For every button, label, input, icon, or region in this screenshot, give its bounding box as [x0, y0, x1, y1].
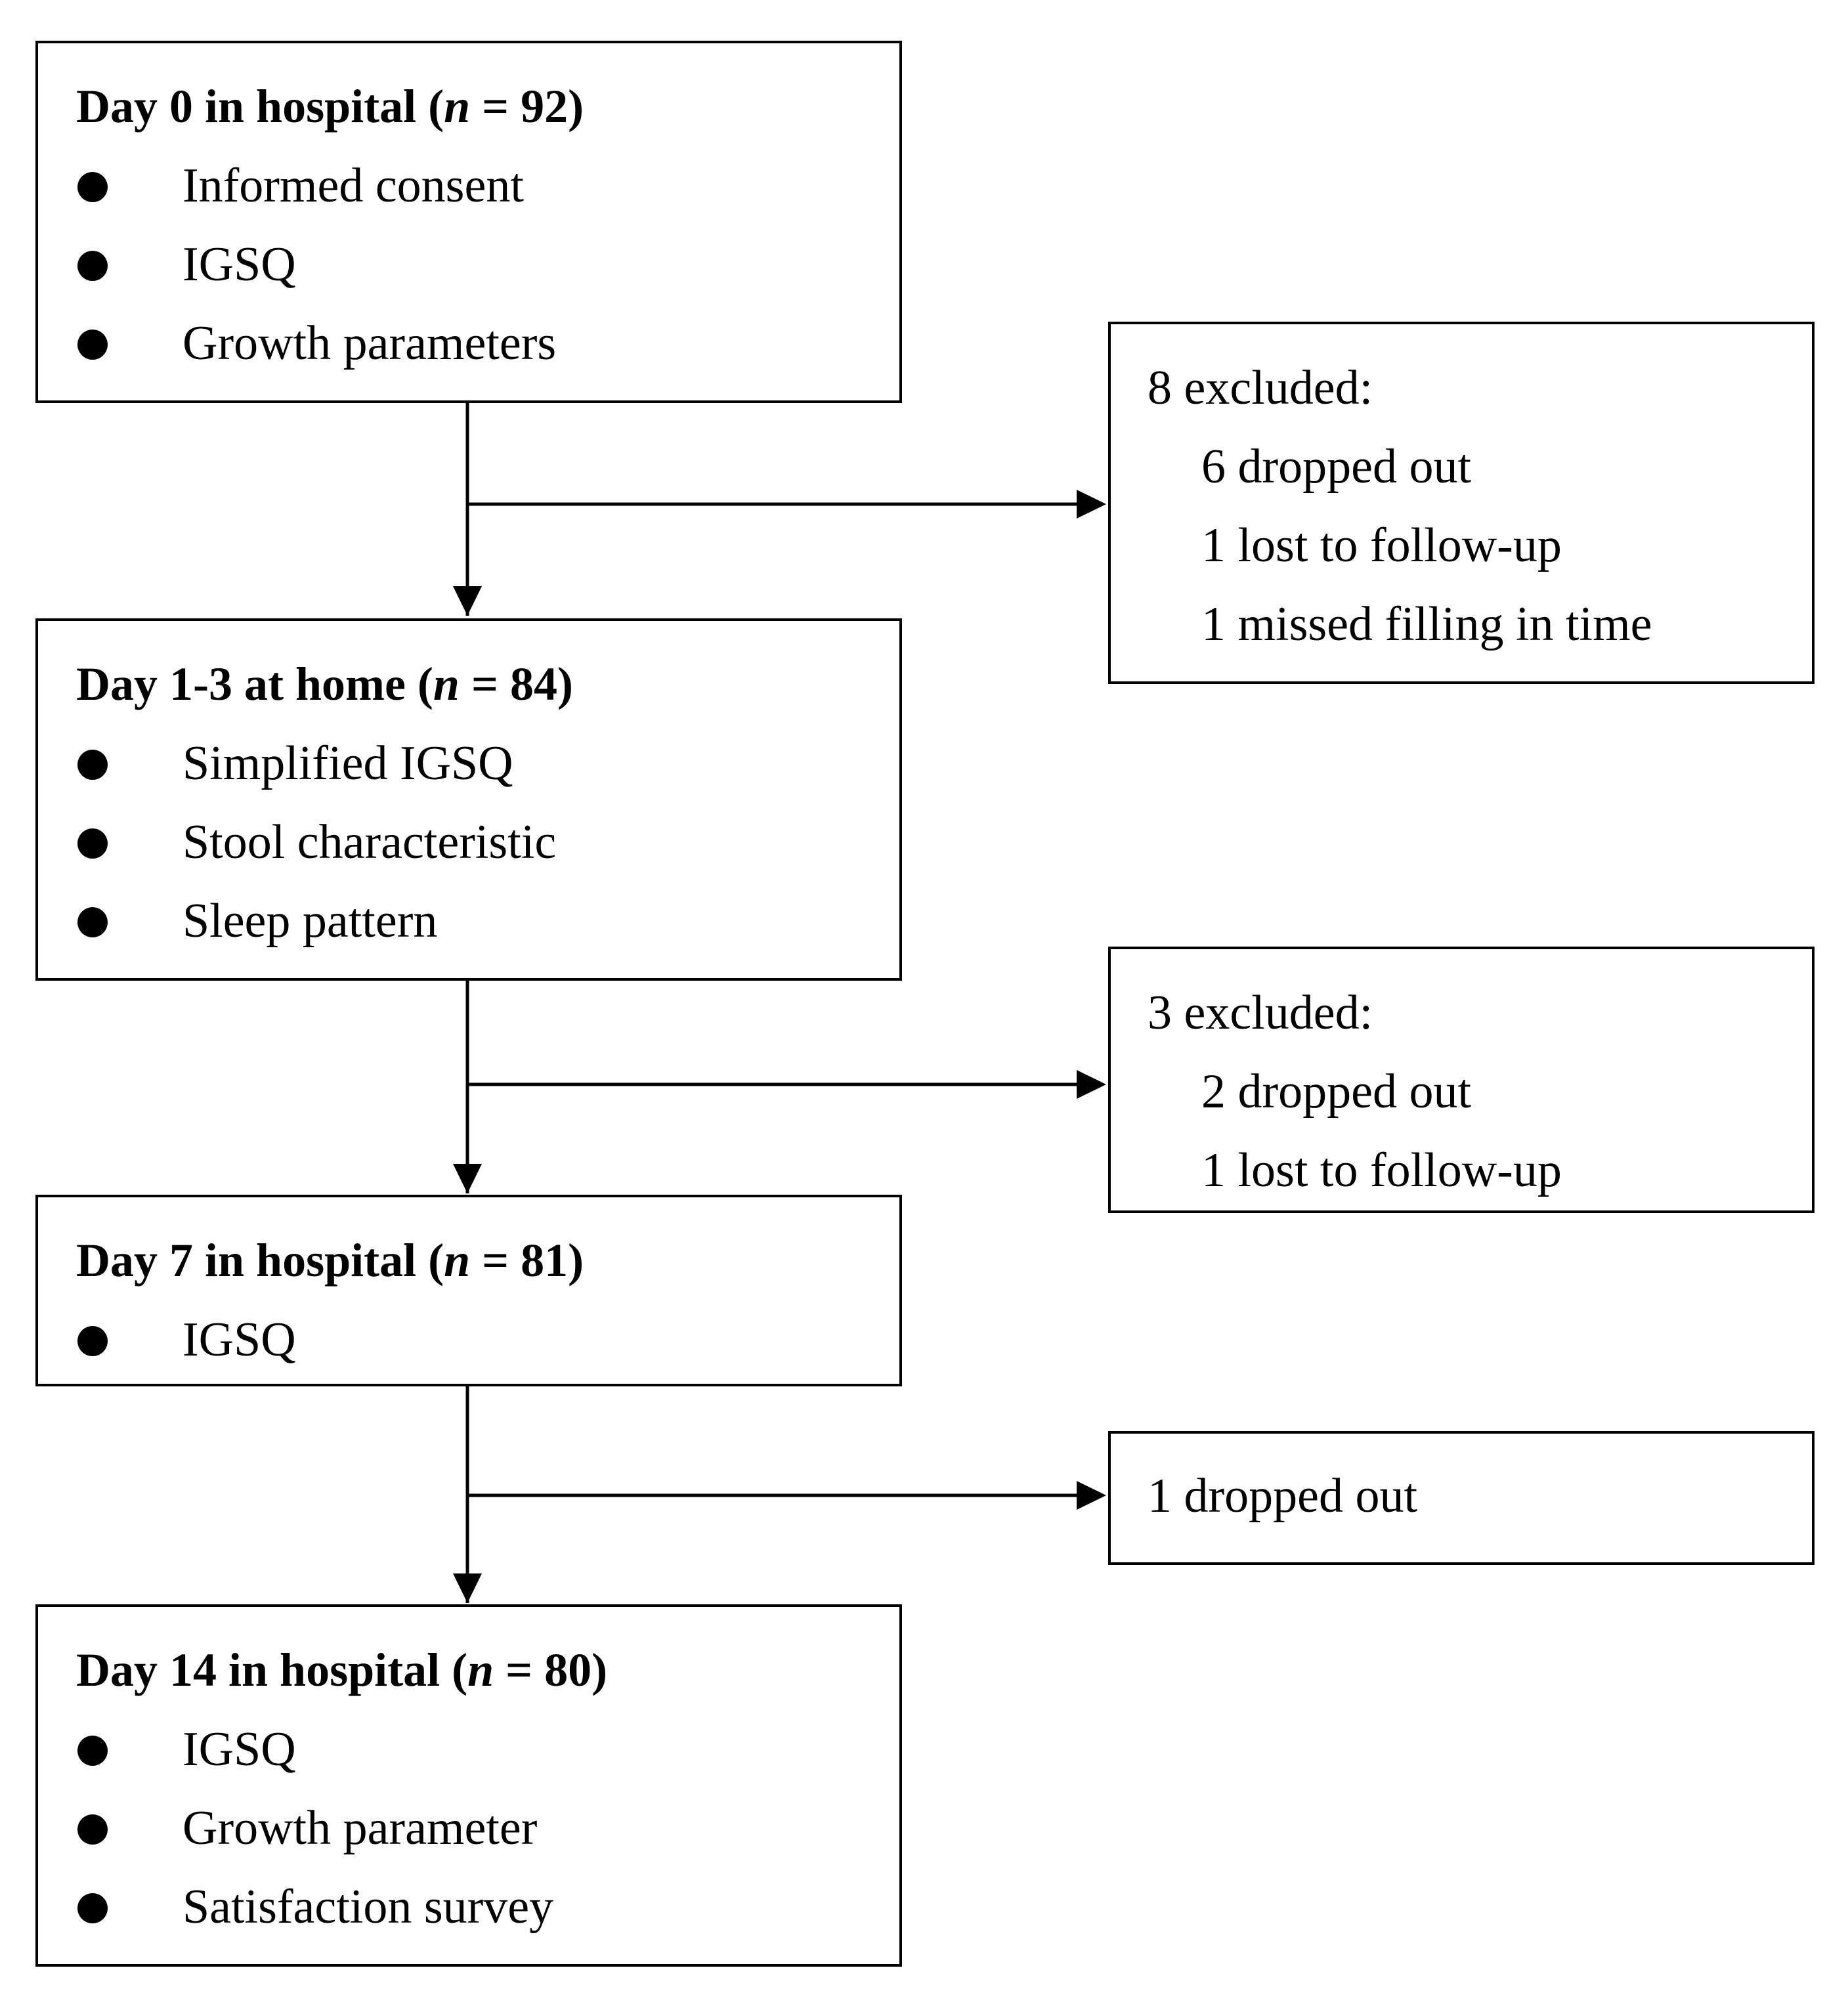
list-item-label: Satisfaction survey: [183, 1880, 554, 1934]
stage-title-suffix: = 84): [459, 658, 573, 710]
exclusion-heading: 3 excluded:: [1148, 986, 1373, 1040]
list-item-label: IGSQ: [183, 1313, 296, 1367]
exclusion-box-2: 3 excluded: 2 dropped out 1 lost to foll…: [1108, 947, 1815, 1213]
exclusion-reason: 1 missed filling in time: [1201, 597, 1652, 651]
stage-box-day-0: Day 0 in hospital (n = 92) Informed cons…: [35, 41, 902, 403]
horizontal-arrows: [467, 490, 1106, 1510]
exclusion-heading: 8 excluded:: [1148, 361, 1373, 415]
stage-box-day-1-3: Day 1-3 at home (n = 84) Simplified IGSQ…: [35, 618, 902, 981]
list-item-label: Growth parameters: [183, 316, 557, 370]
bullet-icon: [77, 1893, 108, 1923]
arrowhead-stage3: [453, 1164, 482, 1193]
bullet-icon: [77, 330, 108, 360]
sample-size-symbol: n: [444, 80, 471, 133]
stage-title-suffix: = 81): [470, 1234, 584, 1287]
stage-box-day-7: Day 7 in hospital (n = 81) IGSQ: [35, 1195, 902, 1386]
bullet-icon: [77, 1814, 108, 1845]
stage-title: Day 1-3 at home (n = 84): [76, 660, 573, 708]
arrowhead-stage2: [453, 586, 482, 616]
bullet-icon: [77, 828, 108, 859]
arrowhead-stage4: [453, 1573, 482, 1603]
vertical-arrows: [453, 402, 482, 1603]
list-item-label: Stool characteristic: [183, 815, 557, 869]
bullet-icon: [77, 251, 108, 281]
bullet-icon: [77, 750, 108, 780]
stage-title-prefix: Day 14 in hospital (: [76, 1644, 468, 1696]
list-item-label: IGSQ: [183, 1722, 296, 1776]
list-item-label: Simplified IGSQ: [183, 737, 513, 790]
exclusion-reason: 6 dropped out: [1201, 440, 1472, 494]
exclusion-reason: 1 lost to follow-up: [1201, 1144, 1562, 1197]
stage-title-prefix: Day 1-3 at home (: [76, 658, 433, 710]
list-item-label: Growth parameter: [183, 1801, 538, 1855]
arrowhead-exclusion-1: [1077, 490, 1106, 519]
list-item-label: Informed consent: [183, 159, 524, 213]
stage-box-day-14: Day 14 in hospital (n = 80) IGSQ Growth …: [35, 1604, 902, 1967]
exclusion-heading: 1 dropped out: [1148, 1469, 1418, 1523]
bullet-icon: [77, 172, 108, 202]
exclusion-reason: 2 dropped out: [1201, 1065, 1472, 1119]
stage-title-suffix: = 80): [494, 1644, 608, 1696]
stage-title: Day 7 in hospital (n = 81): [76, 1237, 584, 1284]
sample-size-symbol: n: [444, 1234, 471, 1287]
exclusion-box-1: 8 excluded: 6 dropped out 1 lost to foll…: [1108, 322, 1815, 684]
exclusion-reason: 1 lost to follow-up: [1201, 519, 1562, 572]
exclusion-box-3: 1 dropped out: [1108, 1431, 1815, 1565]
bullet-icon: [77, 907, 108, 937]
stage-title: Day 14 in hospital (n = 80): [76, 1646, 607, 1694]
stage-title-prefix: Day 0 in hospital (: [76, 80, 444, 133]
bullet-icon: [77, 1736, 108, 1766]
stage-title-prefix: Day 7 in hospital (: [76, 1234, 444, 1287]
list-item-label: IGSQ: [183, 238, 296, 291]
sample-size-symbol: n: [433, 658, 460, 710]
arrowhead-exclusion-2: [1077, 1070, 1106, 1099]
list-item-label: Sleep pattern: [183, 894, 438, 948]
stage-title: Day 0 in hospital (n = 92): [76, 83, 584, 130]
stage-title-suffix: = 92): [470, 80, 584, 133]
bullet-icon: [77, 1326, 108, 1356]
sample-size-symbol: n: [467, 1644, 494, 1696]
arrowhead-exclusion-3: [1077, 1481, 1106, 1510]
